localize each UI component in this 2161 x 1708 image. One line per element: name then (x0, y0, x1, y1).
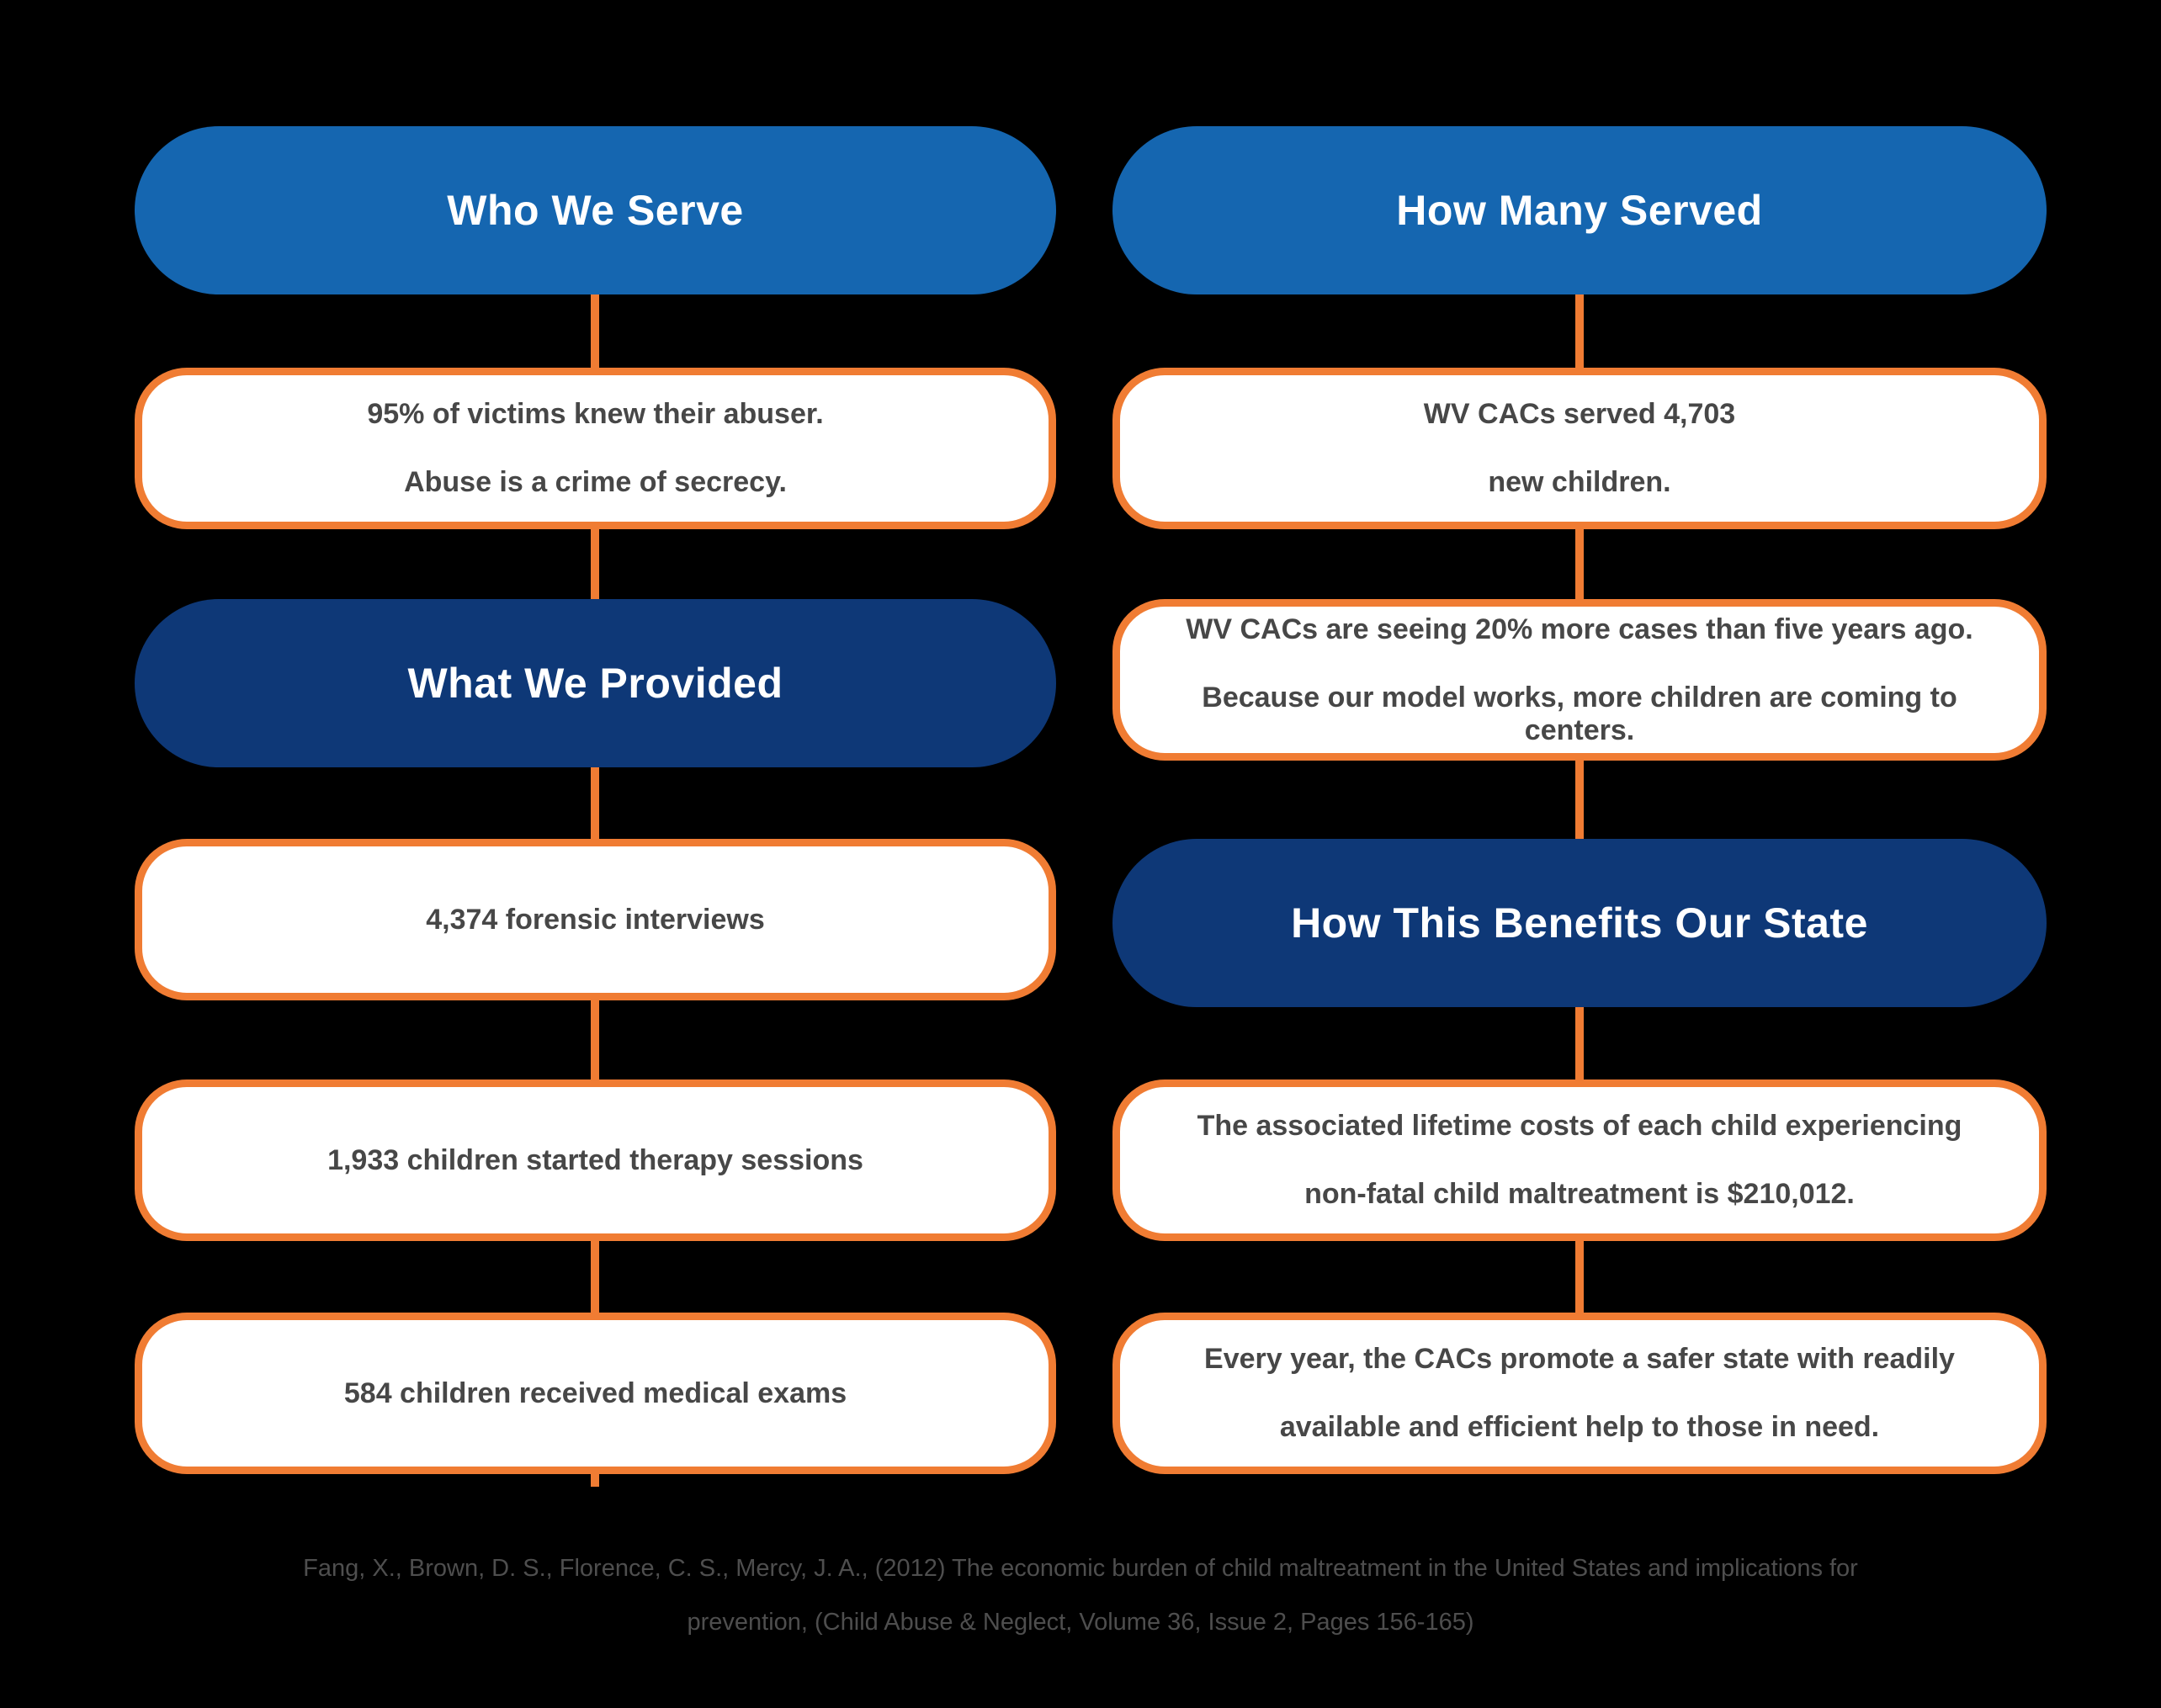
box-victims-knew-abuser: 95% of victims knew their abuser. Abuse … (135, 368, 1056, 529)
citation-line: prevention, (Child Abuse & Neglect, Volu… (687, 1609, 1474, 1636)
connector-line (591, 1241, 599, 1313)
header-label: How Many Served (1396, 187, 1763, 234)
box-therapy-sessions: 1,933 children started therapy sessions (135, 1079, 1056, 1241)
citation: Fang, X., Brown, D. S., Florence, C. S.,… (0, 1541, 2161, 1649)
box-text-line: 584 children received medical exams (343, 1376, 847, 1409)
box-text-line: new children. (1488, 466, 1671, 498)
box-text-line: 1,933 children started therapy sessions (327, 1143, 863, 1176)
box-text-line: available and efficient help to those in… (1279, 1411, 1880, 1443)
header-label: How This Benefits Our State (1291, 899, 1868, 947)
connector-line (1575, 761, 1584, 839)
connector-line (591, 1000, 599, 1079)
header-label: What We Provided (407, 660, 783, 707)
box-text-line: Abuse is a crime of secrecy. (404, 466, 787, 498)
box-text-line: Because our model works, more children a… (1202, 681, 1957, 746)
box-text-line: The associated lifetime costs of each ch… (1197, 1110, 1962, 1142)
connector-line (1575, 1007, 1584, 1079)
connector-line (1575, 1241, 1584, 1313)
header-label: Who We Serve (447, 187, 744, 234)
box-text-line: 95% of victims knew their abuser. (367, 398, 824, 430)
box-medical-exams: 584 children received medical exams (135, 1313, 1056, 1474)
header-benefits-our-state: How This Benefits Our State (1112, 839, 2047, 1007)
header-who-we-serve: Who We Serve (135, 126, 1056, 294)
box-text-line: WV CACs served 4,703 (1423, 398, 1736, 430)
box-forensic-interviews: 4,374 forensic interviews (135, 839, 1056, 1000)
connector-stub (591, 1474, 599, 1487)
connector-line (1575, 529, 1584, 599)
box-safer-state: Every year, the CACs promote a safer sta… (1112, 1313, 2047, 1474)
box-text-line: WV CACs are seeing 20% more cases than f… (1186, 613, 1973, 645)
header-what-we-provided: What We Provided (135, 599, 1056, 767)
box-text-line: Every year, the CACs promote a safer sta… (1204, 1343, 1955, 1375)
connector-line (591, 294, 599, 368)
box-text-line: 4,374 forensic interviews (426, 903, 765, 936)
connector-line (1575, 294, 1584, 368)
header-how-many-served: How Many Served (1112, 126, 2047, 294)
citation-line: Fang, X., Brown, D. S., Florence, C. S.,… (303, 1555, 1858, 1582)
connector-line (591, 529, 599, 599)
box-more-cases: WV CACs are seeing 20% more cases than f… (1112, 599, 2047, 761)
box-cacs-served: WV CACs served 4,703 new children. (1112, 368, 2047, 529)
connector-line (591, 767, 599, 839)
box-text-line: non-fatal child maltreatment is $210,012… (1304, 1178, 1855, 1210)
box-lifetime-costs: The associated lifetime costs of each ch… (1112, 1079, 2047, 1241)
